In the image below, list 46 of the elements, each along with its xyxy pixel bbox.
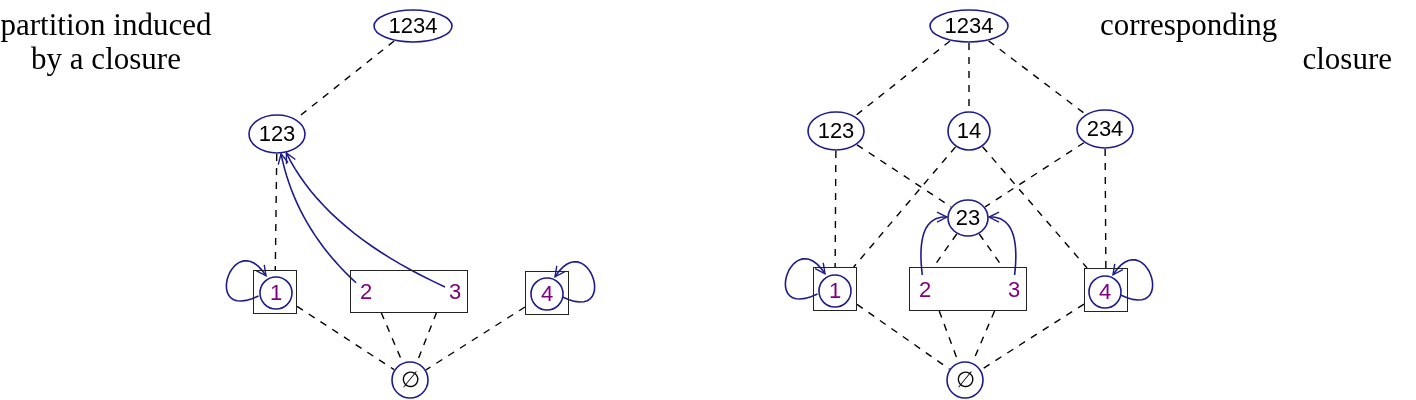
- dashed-line: [852, 146, 957, 268]
- partition-box: [253, 270, 297, 314]
- set-ellipse: 1234: [373, 9, 453, 43]
- element-label: 2: [916, 276, 934, 304]
- dashed-line: [274, 153, 278, 271]
- element-label: 3: [1005, 276, 1023, 304]
- set-ellipse: 234: [1076, 109, 1134, 149]
- caption-text: partition induced by a closure: [0, 8, 212, 77]
- partition-box: [909, 267, 1027, 311]
- self-loop-arrow: [1112, 258, 1154, 301]
- dashed-line: [296, 305, 395, 371]
- dashed-line: [856, 144, 952, 208]
- dashed-line: [984, 142, 1085, 208]
- set-ellipse: 23: [947, 199, 989, 237]
- set-ellipse: 1234: [929, 9, 1009, 43]
- element-circle: 1: [259, 276, 293, 310]
- partition-box: [1084, 268, 1128, 312]
- closure-arrow: [285, 152, 446, 288]
- dashed-line: [980, 303, 1085, 371]
- caption-text: corresponding closure: [1100, 8, 1392, 77]
- closure-arrow: [988, 211, 1017, 276]
- set-ellipse: 14: [947, 111, 991, 151]
- element-label: 2: [357, 278, 375, 306]
- element-label: 3: [446, 278, 464, 306]
- self-loop-arrow: [784, 257, 826, 300]
- set-ellipse: 123: [807, 111, 865, 151]
- element-circle: 4: [530, 277, 564, 311]
- self-loop-arrow: [225, 259, 267, 302]
- partition-box: [350, 269, 468, 313]
- dashed-line: [834, 150, 837, 268]
- dashed-line: [425, 306, 526, 371]
- set-ellipse: ∅: [391, 361, 429, 399]
- element-circle: 1: [818, 274, 852, 308]
- set-ellipse: 123: [248, 114, 306, 154]
- closure-arrow: [920, 211, 948, 276]
- partition-box: [525, 271, 569, 315]
- closure-arrow: [277, 153, 357, 284]
- dashed-line: [981, 146, 1088, 269]
- dashed-line: [1104, 148, 1107, 269]
- dashed-line: [854, 40, 951, 117]
- set-ellipse: ∅: [946, 361, 984, 399]
- self-loop-arrow: [554, 260, 596, 303]
- element-circle: 4: [1088, 275, 1122, 309]
- dashed-line: [987, 40, 1087, 115]
- partition-box: [813, 267, 857, 311]
- dashed-line: [856, 303, 951, 370]
